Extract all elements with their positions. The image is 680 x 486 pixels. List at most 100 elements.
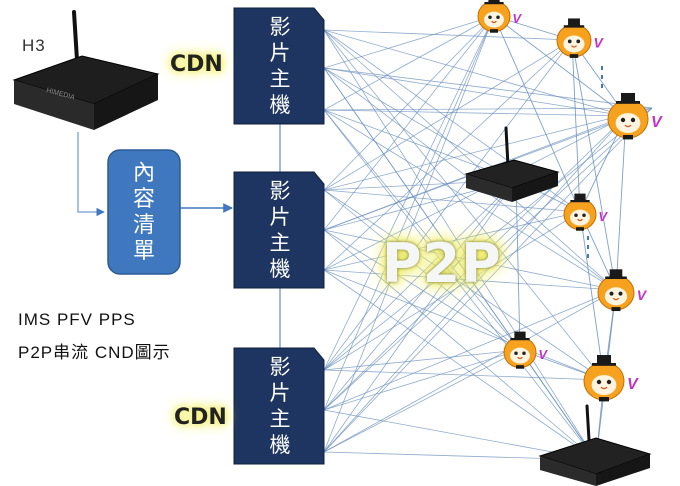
cdn-label-bottom: CDN xyxy=(174,405,227,430)
peer-mascot: V xyxy=(477,0,522,33)
host-char: 機 xyxy=(270,434,291,457)
network-line xyxy=(323,67,653,109)
content-list-char: 清 xyxy=(133,212,155,237)
network-line xyxy=(323,107,653,111)
content-list-char: 單 xyxy=(133,238,155,263)
network-line xyxy=(323,289,617,453)
peer-link xyxy=(515,179,523,351)
peer-link xyxy=(613,115,627,291)
network-line xyxy=(323,107,653,191)
network-line xyxy=(323,29,605,381)
video-host-bottom: 影 片 主 機 xyxy=(233,347,325,465)
device-label-h3: H3 xyxy=(22,36,46,55)
mascot-v-mark: V xyxy=(512,11,522,26)
host-char: 主 xyxy=(270,68,291,91)
network-line xyxy=(323,15,495,231)
network-line xyxy=(323,15,495,411)
network-line xyxy=(323,229,597,461)
mascot-v-mark: V xyxy=(594,34,605,50)
network-line xyxy=(323,107,653,371)
network-line xyxy=(323,179,517,411)
host-char: 主 xyxy=(270,232,291,255)
network-line xyxy=(323,349,521,453)
host-char: 片 xyxy=(270,206,291,229)
middle-set-top-box xyxy=(464,126,560,202)
bottom-set-top-box xyxy=(538,404,652,486)
network-line xyxy=(323,107,653,453)
network-line xyxy=(323,29,573,41)
network-line xyxy=(323,15,495,69)
network-line xyxy=(323,269,597,461)
network-line xyxy=(323,189,605,381)
network-line xyxy=(323,179,517,453)
video-host-middle: 影 片 主 機 xyxy=(233,171,325,289)
mascot-v-mark: V xyxy=(651,114,663,131)
network-line xyxy=(323,211,581,271)
network-line xyxy=(323,269,605,381)
host-char: 機 xyxy=(270,94,291,117)
network-line xyxy=(323,109,521,351)
network-line xyxy=(323,29,597,461)
host-char: 影 xyxy=(270,16,291,39)
host-char: 片 xyxy=(270,382,291,405)
peer-mascot: V xyxy=(583,355,639,402)
network-line xyxy=(323,67,517,181)
network-line xyxy=(323,349,521,411)
content-list-box: 內 容 清 單 xyxy=(107,149,181,275)
peer-link xyxy=(493,15,627,117)
peer-link xyxy=(571,39,618,291)
peer-mascot: V xyxy=(503,331,548,369)
content-flow-arrows xyxy=(77,124,281,348)
network-line xyxy=(323,15,495,453)
mascot-v-mark: V xyxy=(627,376,639,393)
mascot-v-mark: V xyxy=(598,209,608,224)
video-host-top: 影 片 主 機 xyxy=(233,7,325,125)
network-line xyxy=(323,15,495,371)
network-line xyxy=(323,115,627,411)
peer-mascot: V xyxy=(597,269,648,312)
network-line xyxy=(323,229,521,351)
antenna xyxy=(72,10,79,62)
peer-mascot: V xyxy=(556,18,605,58)
host-char: 主 xyxy=(270,408,291,431)
peer-mascot: V xyxy=(563,193,608,231)
peer-link xyxy=(579,211,606,381)
cdn-label-top: CDN xyxy=(170,52,223,77)
peer-mascots: V V V V V V V xyxy=(477,0,663,402)
network-line xyxy=(323,29,617,291)
h3-to-list-arrow xyxy=(77,132,105,217)
network-line xyxy=(323,39,573,191)
mascot-v-mark: V xyxy=(637,287,648,303)
content-list-char: 容 xyxy=(133,186,155,211)
host-char: 片 xyxy=(270,42,291,65)
network-line xyxy=(323,189,581,213)
network-line xyxy=(323,369,605,381)
peer-link xyxy=(493,15,581,213)
host-char: 影 xyxy=(270,180,291,203)
network-line xyxy=(323,107,653,411)
network-line xyxy=(323,349,521,371)
network-line xyxy=(323,289,617,411)
host-char: 機 xyxy=(270,258,291,281)
network-line xyxy=(323,67,627,117)
network-line xyxy=(323,39,573,271)
content-list-char: 內 xyxy=(133,160,155,185)
network-line xyxy=(323,15,495,191)
peer-mascot: V xyxy=(607,93,663,140)
note-line-2: P2P串流 CND圖示 xyxy=(18,343,171,362)
network-line xyxy=(323,109,627,117)
mascot-v-mark: V xyxy=(538,347,548,362)
network-line xyxy=(323,115,627,271)
network-line xyxy=(323,29,627,117)
network-line xyxy=(323,229,617,291)
h3-set-top-box: HIMEDIA xyxy=(12,10,160,130)
host-char: 影 xyxy=(270,356,291,379)
network-line xyxy=(323,189,521,351)
network-line xyxy=(323,115,627,453)
network-line xyxy=(323,179,517,371)
network-line xyxy=(323,15,495,111)
network-line xyxy=(323,409,597,461)
note-line-1: IMS PFV PPS xyxy=(18,310,136,329)
p2p-label: P2P xyxy=(382,232,502,295)
